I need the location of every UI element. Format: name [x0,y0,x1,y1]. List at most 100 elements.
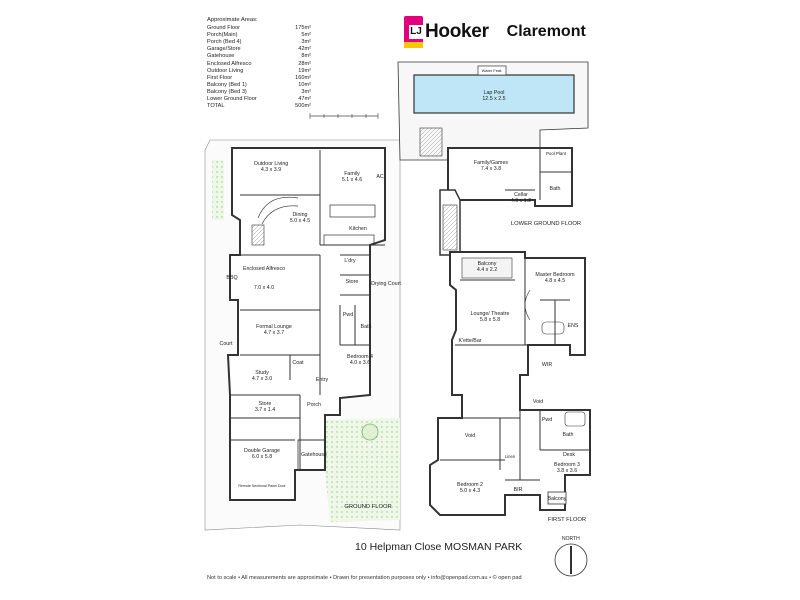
floor-label-ground: GROUND FLOOR [344,504,391,510]
area-value: 3m² [301,39,311,46]
room-name: Double Garage [244,448,280,454]
room-name: Drying Court [371,281,401,287]
area-value: 28m² [298,60,311,67]
brand-name: Hooker [425,21,489,42]
area-row: Balcony (Bed 1) 10m² [207,82,311,89]
room-name: Kitchen [349,226,367,232]
room-name: Bedroom 2 [457,482,483,488]
area-row: Outdoor Living 19m² [207,68,311,75]
room-name: Water Feat. [482,68,503,73]
room-dims: 4.0 x 1.2 [511,198,531,204]
room-name: Lap Pool [484,90,505,96]
room-name: Bath [550,186,561,192]
room-name: WIR [542,362,552,368]
room-name: Cellar [514,192,528,198]
ground-floor-plan [204,139,401,531]
room-name: Study [255,370,269,376]
room-dims: 5.0 x 4.3 [460,488,480,494]
area-row: Lower Ground Floor 47m² [207,96,311,103]
scale-bar [309,113,379,119]
room-name: Pwd [343,312,353,318]
lower-ground-floor-plan [397,61,589,256]
area-label: Ground Floor [207,25,240,32]
room-dims: 5.0 x 4.5 [290,218,310,224]
area-label: TOTAL [207,103,225,110]
room-name: Gatehouse [301,452,327,458]
floor-label-first: FIRST FLOOR [548,517,586,523]
area-row: Porch(Main) 5m² [207,32,311,39]
first-floor-plan [429,251,591,516]
room-name: Pool Plant [546,151,567,156]
room-name: Store [259,401,272,407]
room-name: Bath [361,324,372,330]
area-value: 47m² [298,96,311,103]
area-label: Enclosed Alfresco [207,60,252,67]
office-name: Claremont [506,23,586,40]
room-name: Enclosed Alfresco [243,266,285,272]
area-label: Lower Ground Floor [207,96,257,103]
room-name: Bedroom 4 [347,354,373,360]
room-name: K'ette/Bar [458,338,481,344]
room-dims: 4.8 x 4.5 [545,278,565,284]
room-name: Store [346,279,359,285]
room-dims: 6.0 x 5.8 [252,454,272,460]
room-name: Porch [307,402,321,408]
room-name: Outdoor Living [254,161,289,167]
room-name: Formal Lounge [256,324,292,330]
room-dims: 3.7 x 1.4 [255,407,275,413]
area-value: 3m² [301,88,311,95]
logo-initials: LJ [409,25,423,39]
room-name: Pwd [542,417,552,423]
area-row: Porch (Bed 4) 3m² [207,39,311,46]
room-dims: 4.0 x 3.6 [350,360,370,366]
area-label: Porch (Bed 4) [207,39,242,46]
room-name: Master Bedroom [535,272,575,278]
area-value: 160m² [295,74,311,81]
area-value: 19m² [298,67,311,74]
area-row: Balcony (Bed 3)3m² [207,89,311,96]
room-name: BIR [514,487,523,493]
areas-heading: Approximate Areas: [207,17,258,23]
room-dims: 4.3 x 3.9 [261,167,281,173]
agency-logo: LJ Hooker Claremont [404,14,586,50]
room-name: Coat [292,360,304,366]
room-dims: 4.7 x 3.7 [264,330,284,336]
room-name: Linen [505,454,516,459]
area-label: Outdoor Living [207,67,244,74]
area-label: Balcony (Bed 1) [207,81,247,88]
room-name: L'dry [344,258,356,264]
room-dims: 4.4 x 2.2 [477,267,497,273]
north-label: NORTH [562,536,580,542]
area-label: Garage/Store [207,46,241,53]
floor-label-lower: LOWER GROUND FLOOR [511,221,581,227]
room-dims: 12.5 x 2.5 [482,96,505,102]
room-name: Court [220,341,233,347]
room-name: Bath [563,432,574,438]
room-dims: 4.7 x 3.0 [252,376,272,382]
area-value: 5m² [301,32,311,39]
room-dims: 5.1 x 4.6 [342,177,362,183]
room-dims: 7.4 x 3.8 [481,166,501,172]
room-name: ENS [568,323,579,329]
room-name: Family/Games [474,160,508,166]
room-dims: 7.0 x 4.0 [254,285,274,291]
room-name: Remote Sectional Panel Door [238,484,286,488]
room-name: Void [533,399,543,405]
room-labels: Outdoor Living 4.3 x 3.9 Family 5.1 x 4.… [220,68,587,523]
room-name: Desk [563,452,575,458]
room-name: Balcony [478,261,497,267]
area-row: Enclosed Alfresco 28m² [207,61,311,68]
room-dims: 5.8 x 5.8 [480,317,500,323]
area-value: 10m² [298,81,311,88]
north-arrow-icon [554,543,588,577]
room-name: BBQ [226,275,237,281]
area-label: Porch(Main) [207,32,238,39]
area-label: Gatehouse [207,53,235,60]
